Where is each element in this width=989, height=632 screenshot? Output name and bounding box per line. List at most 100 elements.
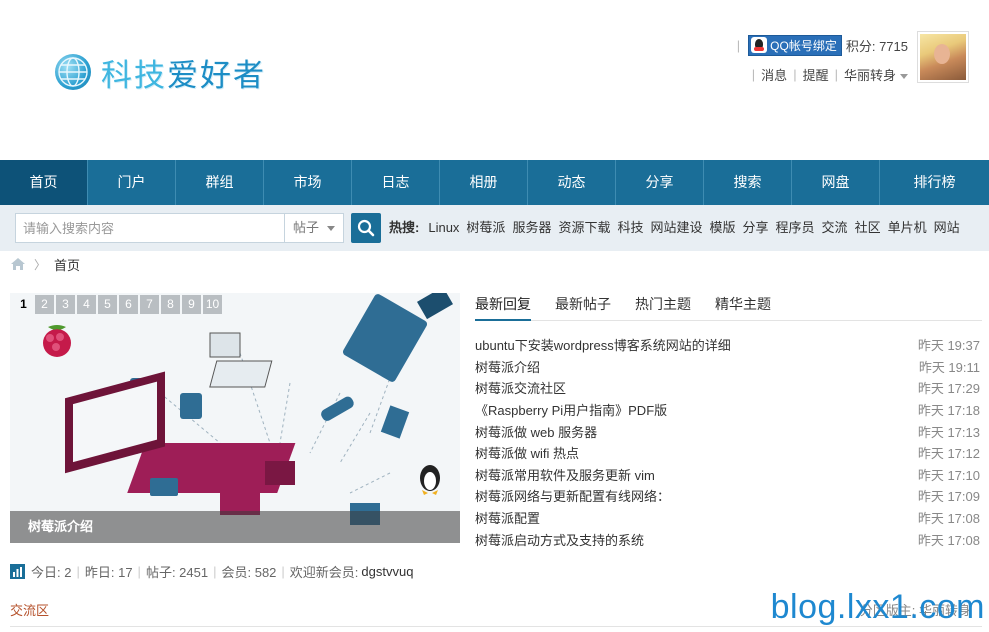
divider: | bbox=[793, 67, 797, 82]
slide-page-button[interactable]: 9 bbox=[182, 295, 201, 314]
hot-search-link[interactable]: Linux bbox=[428, 220, 460, 235]
divider: | bbox=[213, 564, 217, 579]
thread-time: 昨天 19:11 bbox=[918, 359, 980, 375]
tab-featured-topics[interactable]: 精华主题 bbox=[715, 296, 771, 312]
nav-item-search[interactable]: 搜索 bbox=[704, 160, 792, 205]
thread-time: 昨天 17:08 bbox=[917, 532, 980, 548]
thread-list: ubuntu下安装wordpress博客系统网站的详细 昨天 19:37 树莓派介… bbox=[475, 334, 980, 550]
slide-page-button[interactable]: 7 bbox=[140, 295, 159, 314]
slide-page-button[interactable]: 10 bbox=[203, 295, 222, 314]
chevron-right-icon: 〉 bbox=[34, 257, 47, 272]
list-item: 《Raspberry Pi用户指南》PDF版 昨天 17:18 bbox=[475, 399, 980, 421]
divider: | bbox=[736, 37, 741, 53]
site-logo[interactable]: 科技爱好者 bbox=[55, 52, 266, 94]
avatar[interactable] bbox=[917, 31, 969, 83]
featured-slideshow[interactable]: 1 2 3 4 5 6 7 8 9 10 树莓派介绍 bbox=[10, 293, 460, 543]
hot-search-link[interactable]: 分享 bbox=[742, 220, 769, 235]
nav-item-groups[interactable]: 群组 bbox=[176, 160, 264, 205]
thread-title-link[interactable]: 《Raspberry Pi用户指南》PDF版 bbox=[475, 403, 668, 419]
hot-search-link[interactable]: 服务器 bbox=[512, 220, 552, 235]
section-title[interactable]: 交流区 bbox=[10, 603, 50, 618]
hot-search-link[interactable]: 社区 bbox=[854, 220, 881, 235]
messages-link[interactable]: 消息 bbox=[761, 68, 788, 83]
divider: | bbox=[751, 67, 756, 82]
slide-page-button[interactable]: 8 bbox=[161, 295, 180, 314]
tab-latest-posts[interactable]: 最新帖子 bbox=[555, 296, 611, 312]
search-input[interactable] bbox=[15, 213, 285, 243]
stat-posts: 帖子: 2451 bbox=[145, 565, 209, 580]
slide-page-button[interactable]: 3 bbox=[56, 295, 75, 314]
hot-search-link[interactable]: 网站建设 bbox=[650, 220, 703, 235]
divider: | bbox=[76, 564, 80, 579]
nav-item-album[interactable]: 相册 bbox=[440, 160, 528, 205]
points-label[interactable]: 积分: 7715 bbox=[845, 38, 908, 54]
nav-item-ranking[interactable]: 排行榜 bbox=[913, 174, 956, 190]
home-icon[interactable] bbox=[10, 257, 26, 271]
welcome-label: 欢迎新会员: bbox=[289, 565, 359, 580]
list-item: 树莓派启动方式及支持的系统 昨天 17:08 bbox=[475, 528, 980, 550]
thread-title-link[interactable]: ubuntu下安装wordpress博客系统网站的详细 bbox=[475, 338, 731, 354]
thread-title-link[interactable]: 树莓派做 web 服务器 bbox=[475, 424, 598, 440]
search-button[interactable] bbox=[351, 213, 381, 243]
thread-title-link[interactable]: 树莓派启动方式及支持的系统 bbox=[475, 532, 645, 548]
list-item: 树莓派配置昨天 17:08 bbox=[475, 507, 980, 529]
thread-title-link[interactable]: 树莓派配置 bbox=[475, 511, 541, 527]
stat-members: 会员: 582 bbox=[221, 565, 277, 580]
thread-title-link[interactable]: 树莓派做 wifi 热点 bbox=[475, 446, 580, 462]
list-item: 树莓派交流社区 昨天 17:29 bbox=[475, 377, 980, 399]
qq-bind-button[interactable]: QQ帐号绑定 bbox=[748, 34, 842, 56]
slide-page-button[interactable]: 5 bbox=[98, 295, 117, 314]
nav-item-market[interactable]: 市场 bbox=[264, 160, 352, 205]
chevron-down-icon bbox=[900, 74, 908, 80]
hot-search-link[interactable]: 单片机 bbox=[887, 220, 927, 235]
hot-search-link[interactable]: 网站 bbox=[933, 220, 960, 235]
search-type-select[interactable]: 帖子 bbox=[284, 213, 344, 243]
logo-text-part1: 科技 bbox=[101, 57, 167, 94]
nav-item-home[interactable]: 首页 bbox=[0, 160, 88, 205]
nav-item-feed[interactable]: 动态 bbox=[528, 160, 616, 205]
hot-search-link[interactable]: 交流 bbox=[821, 220, 848, 235]
nav-item-cloud-drive[interactable]: 网盘 bbox=[792, 160, 880, 205]
slide-page-button[interactable]: 6 bbox=[119, 295, 138, 314]
hot-search-link[interactable]: 模版 bbox=[709, 220, 736, 235]
nav-item-blog[interactable]: 日志 bbox=[352, 160, 440, 205]
watermark: blog.lxx1.com bbox=[770, 588, 985, 626]
list-item: 树莓派做 wifi 热点昨天 17:12 bbox=[475, 442, 980, 464]
tab-hot-topics[interactable]: 热门主题 bbox=[635, 296, 691, 312]
slide-page-button[interactable]: 2 bbox=[35, 295, 54, 314]
thread-title-link[interactable]: 树莓派常用软件及服务更新 vim bbox=[475, 467, 655, 483]
hot-search-link[interactable]: 资源下载 bbox=[558, 220, 611, 235]
section-moderator[interactable]: 分区版主: 华丽转身 bbox=[859, 603, 971, 618]
nav-item-share[interactable]: 分享 bbox=[616, 160, 704, 205]
thread-time: 昨天 17:18 bbox=[917, 403, 980, 419]
divider bbox=[10, 626, 982, 627]
slide-caption[interactable]: 树莓派介绍 bbox=[10, 511, 460, 543]
tab-latest-replies[interactable]: 最新回复 bbox=[475, 293, 531, 321]
username-menu[interactable]: 华丽转身 bbox=[844, 65, 908, 84]
slide-page-button[interactable]: 4 bbox=[77, 295, 96, 314]
list-item: ubuntu下安装wordpress博客系统网站的详细 昨天 19:37 bbox=[475, 334, 980, 356]
list-item: 树莓派做 web 服务器昨天 17:13 bbox=[475, 420, 980, 442]
hot-search-link[interactable]: 科技 bbox=[617, 220, 644, 235]
hot-searches-label: 热搜: bbox=[389, 220, 420, 235]
hot-search-link[interactable]: 程序员 bbox=[775, 220, 815, 235]
divider: | bbox=[137, 564, 141, 579]
thread-title-link[interactable]: 树莓派网络与更新配置有线网络： bbox=[475, 489, 671, 505]
main-nav: 首页 门户 群组 市场 日志 相册 动态 分享 搜索 网盘 排行榜 bbox=[0, 160, 989, 205]
thread-time: 昨天 19:37 bbox=[917, 338, 980, 354]
hot-search-link[interactable]: 树莓派 bbox=[466, 220, 506, 235]
thread-title-link[interactable]: 树莓派交流社区 bbox=[475, 381, 567, 397]
slide-image bbox=[10, 293, 460, 543]
qq-bind-label: QQ帐号绑定 bbox=[770, 38, 837, 53]
new-member-link[interactable]: dgstvvuq bbox=[361, 564, 414, 579]
nav-item-portal[interactable]: 门户 bbox=[88, 160, 176, 205]
thread-time: 昨天 17:29 bbox=[917, 381, 980, 397]
slide-page-button[interactable]: 1 bbox=[20, 297, 27, 311]
logo-text-part2: 爱好者 bbox=[167, 57, 266, 94]
user-panel: | QQ帐号绑定 积分: 7715 | 消息 | 提醒 | 华丽转身 bbox=[733, 34, 908, 84]
divider: | bbox=[281, 564, 285, 579]
search-bar: 帖子 热搜: Linux 树莓派 服务器 资源下载 科技 网站建设 模版 分享 … bbox=[0, 205, 989, 251]
reminders-link[interactable]: 提醒 bbox=[802, 68, 829, 83]
username: 华丽转身 bbox=[843, 68, 896, 83]
thread-title-link[interactable]: 树莓派介绍 bbox=[475, 359, 541, 375]
